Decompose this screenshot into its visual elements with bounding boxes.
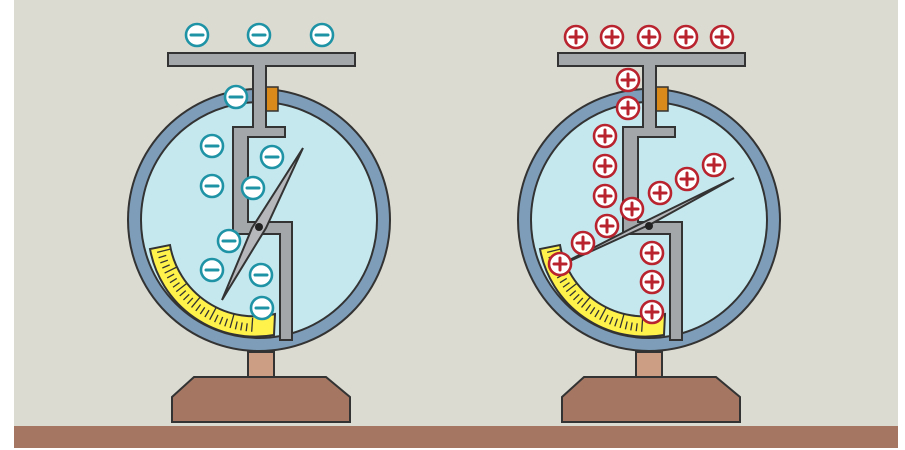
- plus-in-circle-icon: [570, 230, 596, 256]
- scale-tick: [245, 323, 248, 332]
- minus-in-circle-icon: [259, 144, 285, 170]
- plus-in-circle-icon: [701, 152, 727, 178]
- scale-tick: [179, 290, 187, 297]
- base: [561, 376, 741, 423]
- minus-in-circle-icon: [240, 175, 266, 201]
- plus-in-circle-icon: [619, 196, 645, 222]
- plus-in-circle-icon: [639, 240, 665, 266]
- scale-tick: [599, 307, 607, 321]
- pointer-needle: [221, 147, 304, 301]
- minus-in-circle-icon: [199, 257, 225, 283]
- stem: [635, 351, 663, 379]
- scale: [538, 243, 667, 338]
- scale-tick: [614, 318, 619, 327]
- minus-in-circle-icon: [249, 295, 275, 321]
- table-surface: [14, 426, 898, 448]
- scale-tick: [195, 304, 202, 312]
- scale-tick: [585, 304, 592, 312]
- negative-charges: [184, 22, 335, 321]
- scale-tick: [158, 254, 167, 259]
- scale-tick: [630, 322, 633, 331]
- plus-in-circle-icon: [639, 269, 665, 295]
- plus-in-circle-icon: [592, 153, 618, 179]
- scale: [148, 243, 277, 338]
- scale-tick: [641, 317, 644, 332]
- scale-tick: [604, 314, 609, 323]
- minus-in-circle-icon: [248, 262, 274, 288]
- plus-in-circle-icon: [615, 67, 641, 93]
- pivot: [255, 223, 263, 231]
- plus-in-circle-icon: [563, 24, 589, 50]
- scale-tick: [240, 322, 243, 331]
- scale-tick: [204, 309, 210, 318]
- scale-tick: [186, 297, 194, 305]
- plus-in-circle-icon: [592, 123, 618, 149]
- scale-tick: [214, 314, 219, 323]
- plus-in-circle-icon: [639, 299, 665, 325]
- scale-tick: [160, 259, 169, 264]
- scale-tick: [619, 314, 625, 329]
- scale-tick: [576, 297, 584, 305]
- minus-in-circle-icon: [199, 173, 225, 199]
- scale-ticks: [156, 248, 254, 332]
- scale-tick: [546, 248, 561, 254]
- plus-in-circle-icon: [615, 95, 641, 121]
- scale-tick: [164, 266, 178, 274]
- minus-in-circle-icon: [246, 22, 272, 48]
- scale-tick: [175, 282, 188, 293]
- plus-in-circle-icon: [599, 24, 625, 50]
- minus-in-circle-icon: [199, 133, 225, 159]
- scale-tick: [589, 307, 596, 315]
- scale-tick: [581, 296, 592, 308]
- plus-in-circle-icon: [709, 24, 735, 50]
- scale-tick: [635, 323, 638, 332]
- metal-rod: [167, 52, 356, 341]
- scale-tick: [229, 314, 235, 329]
- electroscope-positive: [517, 24, 781, 423]
- scale-tick: [219, 316, 224, 325]
- scale-tick: [569, 290, 577, 297]
- scale-tick: [172, 282, 180, 288]
- scale-tick: [224, 318, 229, 327]
- scale-tick: [562, 282, 570, 288]
- scale-tick: [169, 277, 178, 284]
- scale-tick: [166, 273, 175, 279]
- minus-in-circle-icon: [216, 228, 242, 254]
- plus-in-circle-icon: [636, 24, 662, 50]
- plus-in-circle-icon: [594, 213, 620, 239]
- stem: [247, 351, 275, 379]
- pivot: [645, 222, 653, 230]
- scale-tick: [199, 307, 206, 315]
- scale-tick: [594, 309, 600, 318]
- scale-tick: [624, 321, 628, 330]
- scale-tick: [251, 317, 254, 332]
- plus-in-circle-icon: [547, 251, 573, 277]
- base: [171, 376, 351, 423]
- minus-in-circle-icon: [223, 84, 249, 110]
- scale-tick: [191, 296, 202, 308]
- scale-tick: [234, 321, 238, 330]
- scale-tick: [573, 293, 580, 301]
- plus-in-circle-icon: [673, 24, 699, 50]
- minus-in-circle-icon: [309, 22, 335, 48]
- scale-tick: [609, 316, 614, 325]
- scale-tick: [183, 293, 190, 301]
- scale-tick: [559, 277, 568, 284]
- scale-tick: [156, 248, 171, 254]
- electroscope-negative: [127, 22, 391, 423]
- plus-in-circle-icon: [592, 183, 618, 209]
- positive-charges: [547, 24, 735, 325]
- plus-in-circle-icon: [647, 180, 673, 206]
- scale-tick: [162, 264, 170, 269]
- scale-tick: [209, 307, 217, 321]
- scale-tick: [565, 282, 578, 293]
- metal-rod: [557, 52, 746, 341]
- minus-in-circle-icon: [184, 22, 210, 48]
- plus-in-circle-icon: [674, 166, 700, 192]
